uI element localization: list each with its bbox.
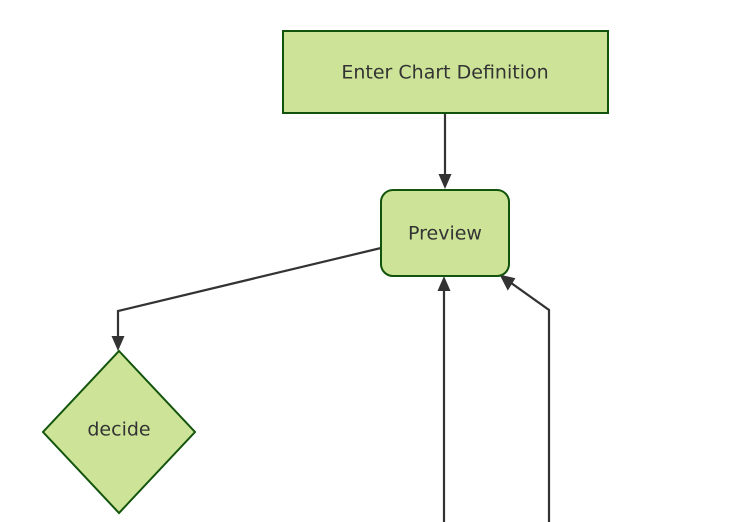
node-shape-rectangle[interactable] [282,30,609,114]
node-shape-diamond[interactable] [41,349,197,515]
node-label-enter-chart-definition: Enter Chart Definition [341,62,548,84]
edge-line [506,279,551,522]
node-layer: Enter Chart Definition Preview decide [41,30,609,515]
edge-right-to-preview [499,274,551,522]
edge-bottom-to-preview [437,276,451,522]
edge-layer [111,113,551,522]
node-decide[interactable]: decide [41,349,197,515]
node-enter-chart-definition[interactable]: Enter Chart Definition [282,30,609,114]
node-shape-rounded-rectangle[interactable] [380,189,510,277]
arrow-head-icon [111,336,125,351]
node-label-preview: Preview [408,223,482,245]
arrow-head-icon [499,274,516,291]
arrow-head-icon [438,174,452,189]
node-label-decide: decide [87,419,150,441]
edge-preview-to-decide [111,246,382,351]
node-preview[interactable]: Preview [380,189,510,277]
edge-line [116,246,382,342]
arrow-head-icon [437,276,451,291]
edge-enter-to-preview [438,113,452,189]
